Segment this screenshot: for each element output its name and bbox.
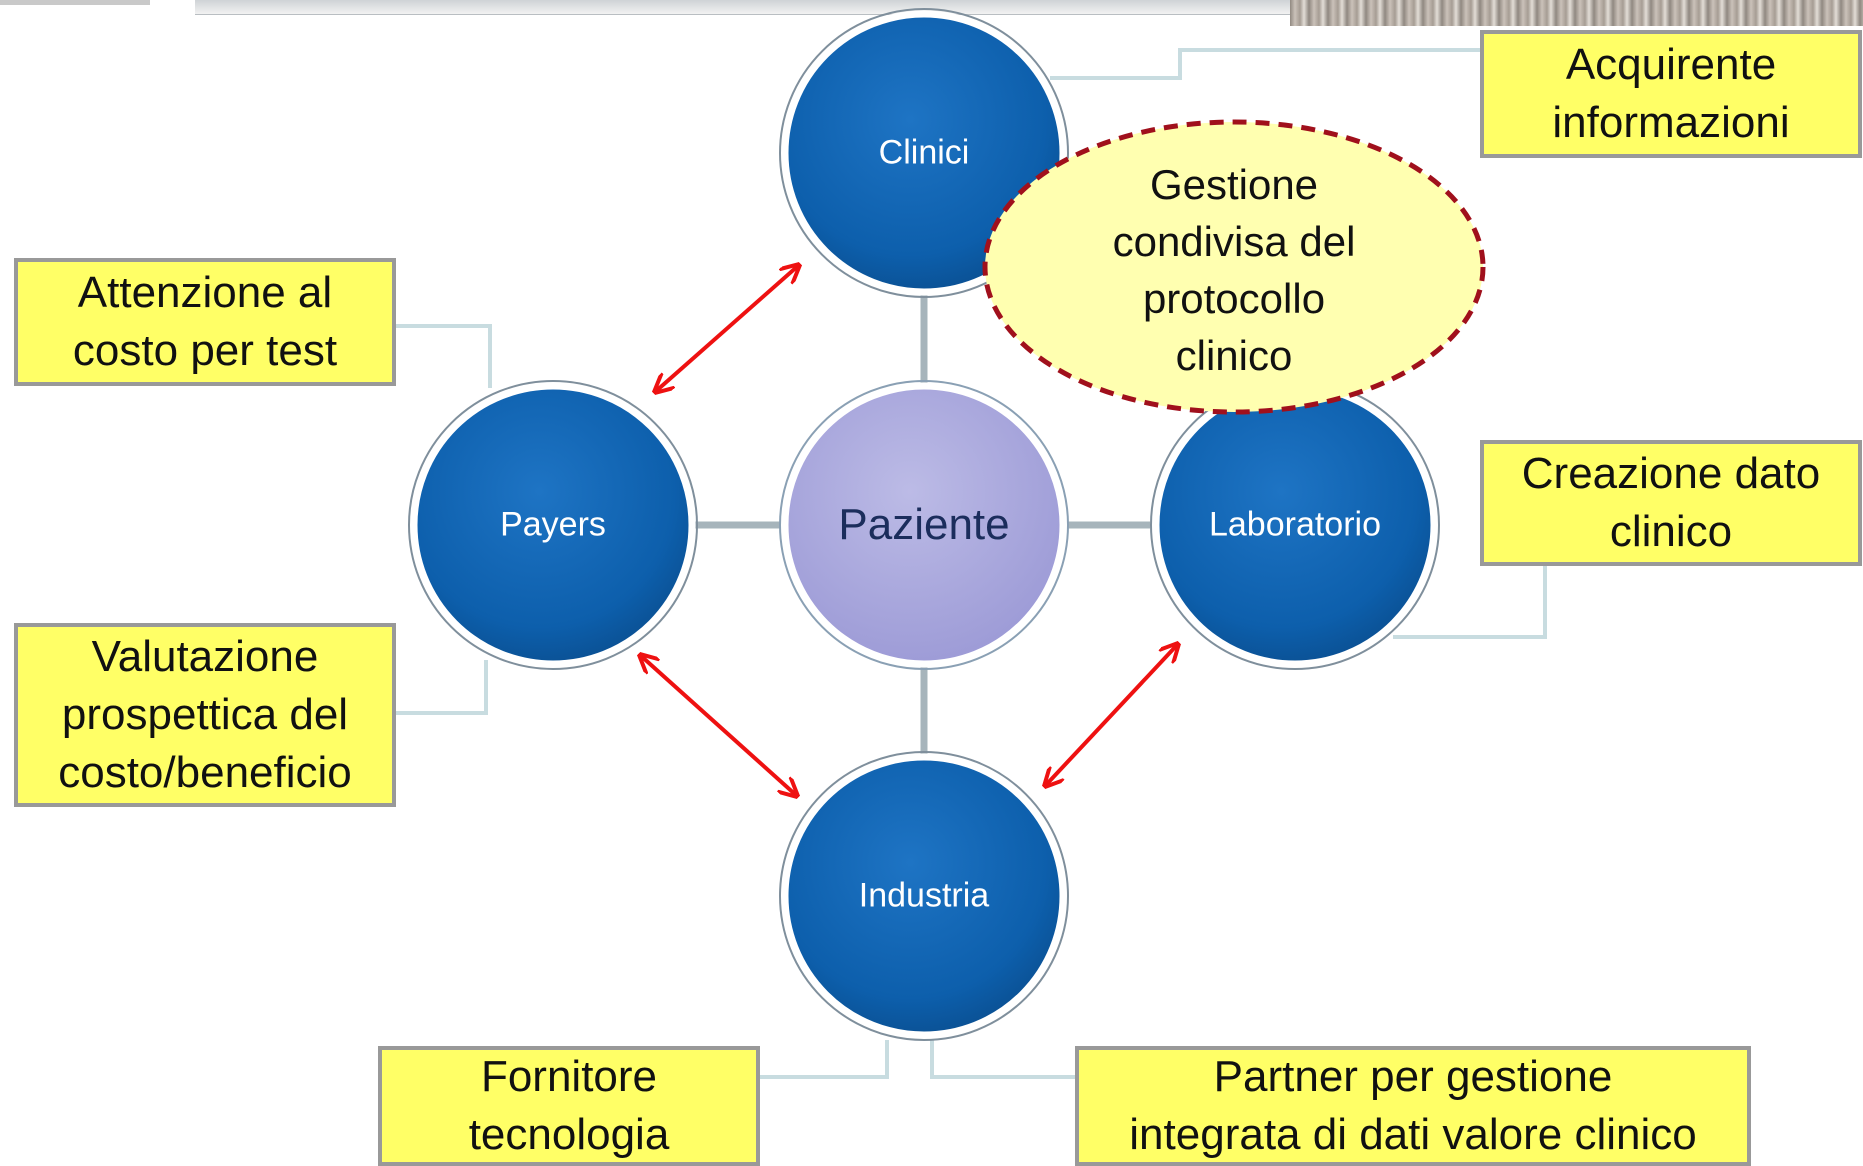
node-industria-label: Industria [858, 876, 990, 915]
note-industria-supplier: Fornitore tecnologia [378, 1046, 760, 1166]
node-clinici-rim [779, 8, 1069, 298]
leader-industria-partner [930, 1040, 1075, 1079]
node-laboratorio-label: Laboratorio [1208, 505, 1382, 544]
node-payers [410, 382, 696, 668]
callout-text: Gestione condivisa del protocollo clinic… [1112, 161, 1356, 379]
node-payers-label: Payers [500, 505, 606, 544]
strip-left-line [0, 0, 150, 5]
arrow-payers-industria [640, 655, 797, 796]
note-laboratorio: Creazione dato clinico [1480, 440, 1862, 566]
leader-laboratorio [1393, 564, 1547, 639]
hub-connectors [692, 290, 1150, 760]
note-payers-value: Valutazione prospettica del costo/benefi… [14, 623, 396, 807]
leader-payers-value [395, 660, 488, 715]
node-clinici-label: Clinici [878, 133, 970, 172]
relation-arrows [640, 265, 1178, 796]
center-node-rim [779, 380, 1069, 670]
leader-payers-cost [395, 324, 492, 388]
strip-gradient-bar [195, 0, 1290, 15]
arrow-laboratorio-industria [1045, 644, 1178, 786]
leader-industria-supplier [757, 1040, 889, 1079]
callout-ellipse [982, 119, 1486, 415]
note-industria-partner: Partner per gestione integrata di dati v… [1075, 1046, 1751, 1166]
note-clinici: Acquirente informazioni [1480, 30, 1862, 158]
note-payers-cost: Attenzione al costo per test [14, 258, 396, 386]
arrow-clinici-payers [655, 265, 799, 392]
center-node-label: Paziente [838, 500, 1010, 549]
node-payers-rim [408, 380, 698, 670]
top-decorative-strip [0, 0, 1863, 26]
node-industria-rim [779, 751, 1069, 1041]
node-industria [781, 753, 1067, 1039]
node-clinici [781, 10, 1067, 296]
center-node [781, 382, 1067, 668]
strip-photo-fragment [1290, 0, 1863, 26]
leader-clinici [1050, 48, 1480, 80]
note-leaders [395, 48, 1547, 1079]
